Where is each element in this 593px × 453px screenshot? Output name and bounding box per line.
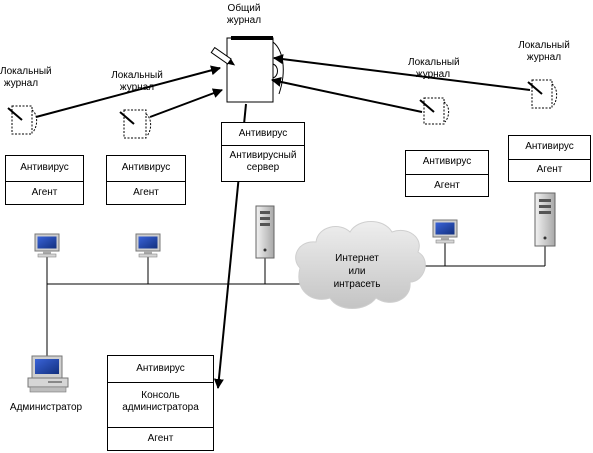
admin-workstation-icon xyxy=(27,355,69,393)
server-service-label: Антивирусный сервер xyxy=(229,150,297,173)
antivirus-label: Антивирус xyxy=(238,128,288,139)
admin-label: Администратор xyxy=(9,402,83,413)
agent-label: Агент xyxy=(434,180,460,191)
client-2-box: Антивирус Агент xyxy=(106,155,186,205)
agent-label: Агент xyxy=(536,164,563,175)
local-log-label: Локальный журнал xyxy=(408,57,460,80)
monitor-icon xyxy=(432,219,458,244)
shared-log-label: Общий журнал xyxy=(226,3,262,26)
document-icon xyxy=(119,109,152,139)
network-lines xyxy=(46,243,546,360)
shared-log-document-icon xyxy=(210,36,284,103)
antivirus-label: Антивирус xyxy=(136,363,185,374)
document-icon xyxy=(527,79,558,109)
cloud-icon xyxy=(295,221,426,309)
arrow-icon xyxy=(271,76,423,113)
document-icon xyxy=(7,105,38,135)
server-icon xyxy=(255,205,275,259)
arrow-icon xyxy=(149,88,223,118)
antivirus-label: Антивирус xyxy=(121,162,171,173)
antivirus-label: Антивирус xyxy=(525,141,574,152)
local-log-label: Локальный журнал xyxy=(111,70,163,93)
agent-label: Агент xyxy=(133,187,159,198)
local-log-label: Локальный журнал xyxy=(518,40,570,63)
antivirus-server-box: Антивирус Антивирусный сервер xyxy=(221,122,305,182)
agent-label: Агент xyxy=(147,433,174,444)
server-icon xyxy=(534,192,556,247)
client-3-box: Антивирус Агент xyxy=(405,150,489,197)
monitor-icon xyxy=(135,233,161,258)
arrow-icon xyxy=(273,54,531,91)
agent-label: Агент xyxy=(31,187,58,198)
admin-console-label: Консоль администратора xyxy=(122,390,199,413)
document-icon xyxy=(419,97,450,125)
arrow-icon xyxy=(35,65,221,118)
server-2-box: Антивирус Агент xyxy=(508,135,591,182)
antivirus-label: Антивирус xyxy=(20,162,69,173)
monitor-icon xyxy=(34,233,60,258)
local-log-label: Локальный журнал xyxy=(0,66,52,89)
antivirus-label: Антивирус xyxy=(422,156,472,167)
client-1-box: Антивирус Агент xyxy=(5,155,84,205)
admin-console-box: Антивирус Консоль администратора Агент xyxy=(107,355,214,451)
network-cloud-label: Интернет или интрасеть xyxy=(333,253,381,290)
